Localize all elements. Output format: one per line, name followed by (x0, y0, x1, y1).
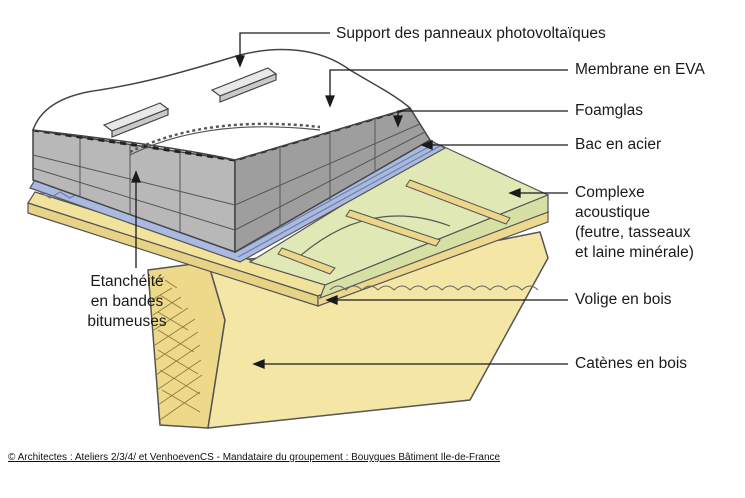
label-acoustic-line-4: et laine minérale) (575, 244, 694, 261)
label-wood-volige: Volige en bois (575, 291, 672, 308)
pv-support-rails (102, 67, 278, 138)
eva-membrane (31, 48, 412, 161)
label-acoustic-line-1: Complexe (575, 184, 645, 201)
label-bitumen-line-2: en bandes (90, 293, 164, 310)
label-bitumen-line-1: Etanchéité (90, 273, 164, 290)
label-acoustic-line-2: acoustique (575, 204, 650, 221)
label-foamglas: Foamglas (575, 102, 644, 119)
label-bitumen-line-3: bitumeuses (87, 313, 167, 330)
label-bitumen-waterproofing: Etanchéité en bandes bitumeuses (72, 272, 182, 332)
image-credit: © Architectes : Ateliers 2/3/4/ et Venho… (8, 452, 501, 463)
leader-lines (131, 32, 568, 369)
label-eva-membrane: Membrane en EVA (575, 61, 705, 78)
label-pv-support: Support des panneaux photovoltaïques (336, 25, 606, 42)
label-acoustic-line-3: (feutre, tasseaux (575, 224, 691, 241)
label-steel-deck: Bac en acier (575, 136, 662, 153)
foamglas-block (32, 106, 432, 254)
label-acoustic-complex: Complexe acoustique (feutre, tasseaux et… (575, 183, 740, 263)
label-wood-catenes: Catènes en bois (575, 355, 688, 372)
